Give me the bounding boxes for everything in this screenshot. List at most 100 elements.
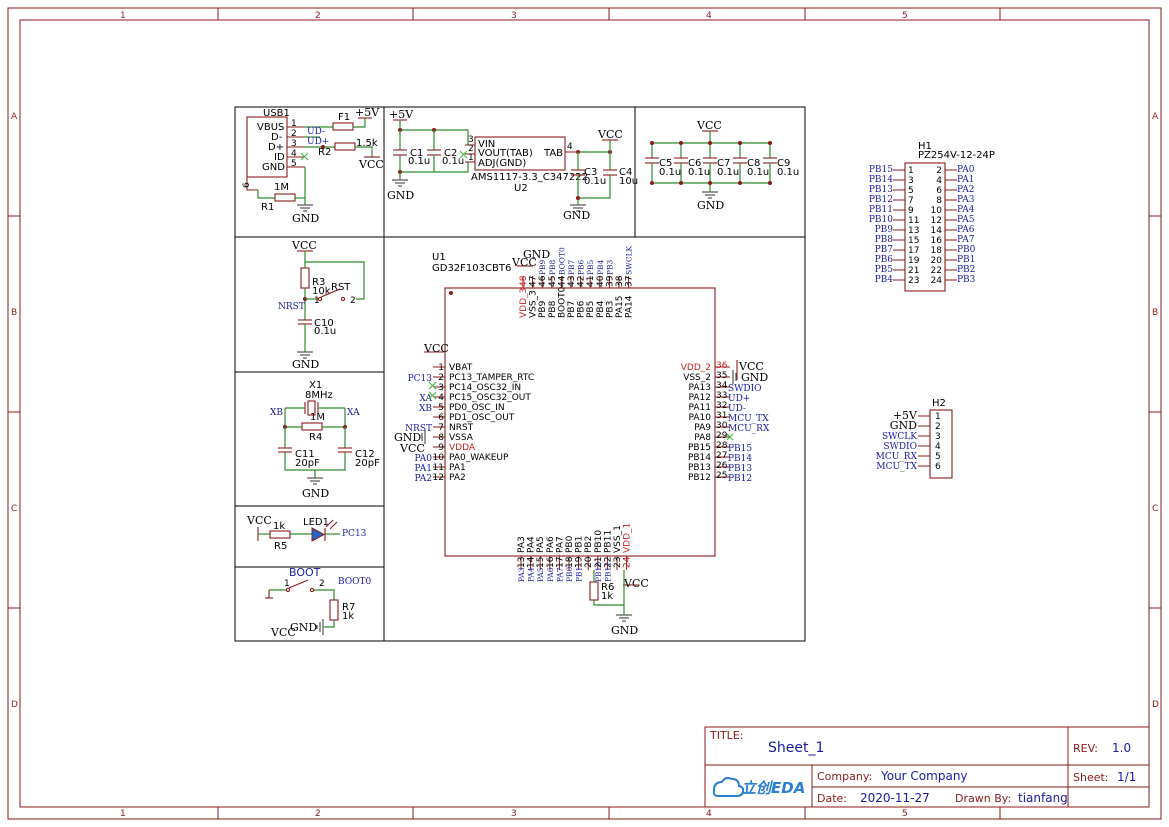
mcu-bottom-pin-num: 19 bbox=[575, 556, 585, 568]
mcu-right-pin-name: PB12 bbox=[688, 473, 711, 483]
ldo-gnd-label: GND bbox=[387, 189, 414, 202]
mcu-top-pin-num: 45 bbox=[548, 276, 558, 287]
mcu-bottom-pin-num: 24 bbox=[623, 556, 633, 568]
easyeda-logo-icon: 立创EDA bbox=[712, 777, 805, 797]
h2-pin-num: 5 bbox=[935, 452, 941, 462]
mcu-top-pin-name: PB9 bbox=[538, 300, 548, 318]
mcu-bottom-net: PB1 bbox=[575, 567, 584, 582]
led1-ref: LED1 bbox=[303, 517, 329, 528]
mcu-top-gnd: GND bbox=[523, 248, 550, 261]
h1-right-net: PA3 bbox=[957, 195, 975, 205]
mcu-right-net: MCU_TX bbox=[728, 414, 769, 424]
h1-right-net: PB2 bbox=[957, 265, 975, 275]
c12-val: 20pF bbox=[355, 458, 380, 469]
u2-ref: U2 bbox=[514, 183, 528, 194]
h1-right-net: PA4 bbox=[957, 205, 975, 215]
mcu-top-pin-num: 43 bbox=[567, 276, 577, 287]
r2-val: 1.5k bbox=[356, 138, 378, 149]
mcu-left-net: XB bbox=[419, 404, 432, 414]
h1-right-net: PB3 bbox=[957, 275, 976, 285]
boot-pin1: 1 bbox=[284, 579, 290, 589]
mcu-bottom-pin-name: PA6 bbox=[546, 536, 556, 553]
c12-ref: C12 bbox=[355, 449, 375, 460]
mcu-left-pin-name: PA1 bbox=[449, 463, 466, 473]
mcu-vssa-gnd: GND bbox=[394, 431, 421, 444]
mcu-top-pin-num: 40 bbox=[596, 275, 606, 287]
mcu-bottom-pin-num: 22 bbox=[603, 557, 613, 568]
h1-left-pin-num: 23 bbox=[908, 276, 919, 286]
ldo-gnd2-label: GND bbox=[563, 209, 590, 222]
drawn-value: tianfang bbox=[1018, 791, 1068, 805]
h2-net: MCU_RX bbox=[876, 452, 918, 462]
mcu-top-pin-name: PB6 bbox=[577, 300, 587, 318]
h2-net: MCU_TX bbox=[876, 462, 917, 472]
h1-right-pin-num: 12 bbox=[931, 216, 942, 226]
mcu-bottom-net: PA3 bbox=[517, 567, 526, 582]
mcu-top-pin-name: PB5 bbox=[586, 301, 596, 318]
usb-ref: USB1 bbox=[263, 108, 290, 119]
mcu-left-pin-num: 1 bbox=[438, 363, 444, 373]
mcu-left-net: XA bbox=[419, 394, 432, 404]
h1-right-pin-num: 2 bbox=[936, 166, 942, 176]
zone-col-1-bottom: 1 bbox=[120, 809, 126, 819]
usb-pnum-2: 2 bbox=[291, 129, 297, 139]
drawing-frame: 1 2 3 4 5 1 2 3 4 5 A B C D A B C D bbox=[7, 7, 1162, 820]
mcu-top-pin-num: 44 bbox=[557, 275, 567, 287]
h1-left-pin-num: 1 bbox=[908, 166, 914, 176]
mcu-vdda-vcc: VCC bbox=[399, 442, 425, 455]
zone-col-5-bottom: 5 bbox=[902, 809, 908, 819]
zone-col-3-top: 3 bbox=[511, 11, 517, 21]
mcu-right-pin-num: 26 bbox=[716, 461, 728, 471]
decoup-cap-val: 0.1u bbox=[777, 167, 799, 178]
h1-left-pin-num: 13 bbox=[908, 226, 919, 236]
date-label: Date: bbox=[817, 792, 847, 805]
c2-val: 0.1u bbox=[442, 156, 464, 167]
company-label: Company: bbox=[817, 770, 872, 783]
mcu-right-net: PB12 bbox=[728, 474, 752, 484]
h1-right-pin-num: 18 bbox=[931, 246, 943, 256]
ldo-section: +5V C1 0.1u C2 0.1u GND VIN VOUT(TAB) AD… bbox=[387, 108, 638, 222]
mcu-left-pin-name: PA2 bbox=[449, 473, 466, 483]
reset-section: VCC R3 10k RST 1 2 NRST C10 0.1u GND bbox=[278, 239, 365, 371]
led-net-pc13: PC13 bbox=[342, 529, 367, 539]
c1-ref: C1 bbox=[410, 148, 423, 159]
zone-col-4-top: 4 bbox=[706, 11, 712, 21]
r5-val: 1k bbox=[273, 521, 285, 532]
h2-pin-num: 1 bbox=[935, 412, 941, 422]
r1-ref: R1 bbox=[261, 202, 274, 213]
usb-section: USB1 VBUS D- D+ ID GND 1 2 3 4 5 6 F1 +5… bbox=[242, 106, 384, 225]
mcu-left-net: NRST bbox=[405, 424, 432, 434]
u2-pnum-3: 3 bbox=[468, 135, 474, 145]
mcu-top-pin-num: 47 bbox=[529, 276, 539, 287]
mcu-top-net: PB8 bbox=[548, 259, 557, 275]
reset-vcc-label: VCC bbox=[291, 239, 317, 252]
mcu-right-pin-num: 32 bbox=[716, 401, 727, 411]
c3-ref: C3 bbox=[584, 167, 597, 178]
mcu-right-net: SWDIO bbox=[728, 384, 762, 394]
c4-val: 10u bbox=[619, 176, 638, 187]
h1-left-net: PB13 bbox=[869, 185, 893, 195]
mcu-bottom-pin-num: 17 bbox=[555, 557, 565, 568]
mcu-right-pin-num: 25 bbox=[716, 471, 727, 481]
mcu-bottom-net: PB0 bbox=[565, 566, 574, 582]
zone-row-d-right: D bbox=[1152, 700, 1159, 710]
mcu-left-pin-name: PD0_OSC_IN bbox=[449, 403, 505, 413]
r6-val: 1k bbox=[601, 591, 613, 602]
mcu-left-pin-name: PC13_TAMPER_RTC bbox=[449, 373, 534, 383]
r1-val: 1M bbox=[274, 182, 289, 193]
mcu-bottom-pin-num: 23 bbox=[613, 557, 623, 568]
mcu-bottom-pin-name: PB10 bbox=[594, 530, 604, 553]
usb-vcc-label: VCC bbox=[358, 158, 384, 171]
mcu-top-pin-num: 38 bbox=[615, 275, 625, 287]
mcu-left-pin-name: VSSA bbox=[449, 433, 474, 443]
u2-pin-vin: VIN bbox=[478, 139, 495, 150]
mcu-top-net: BOOT0 bbox=[557, 247, 566, 275]
mcu-top-pin-num: 41 bbox=[586, 276, 596, 287]
mcu-left-pin-name: VBAT bbox=[449, 363, 473, 373]
h1-right-pin-num: 6 bbox=[936, 186, 942, 196]
date-value: 2020-11-27 bbox=[860, 791, 930, 805]
h1-left-pin-num: 19 bbox=[908, 256, 920, 266]
usb-pin-vbus: VBUS bbox=[257, 122, 284, 133]
